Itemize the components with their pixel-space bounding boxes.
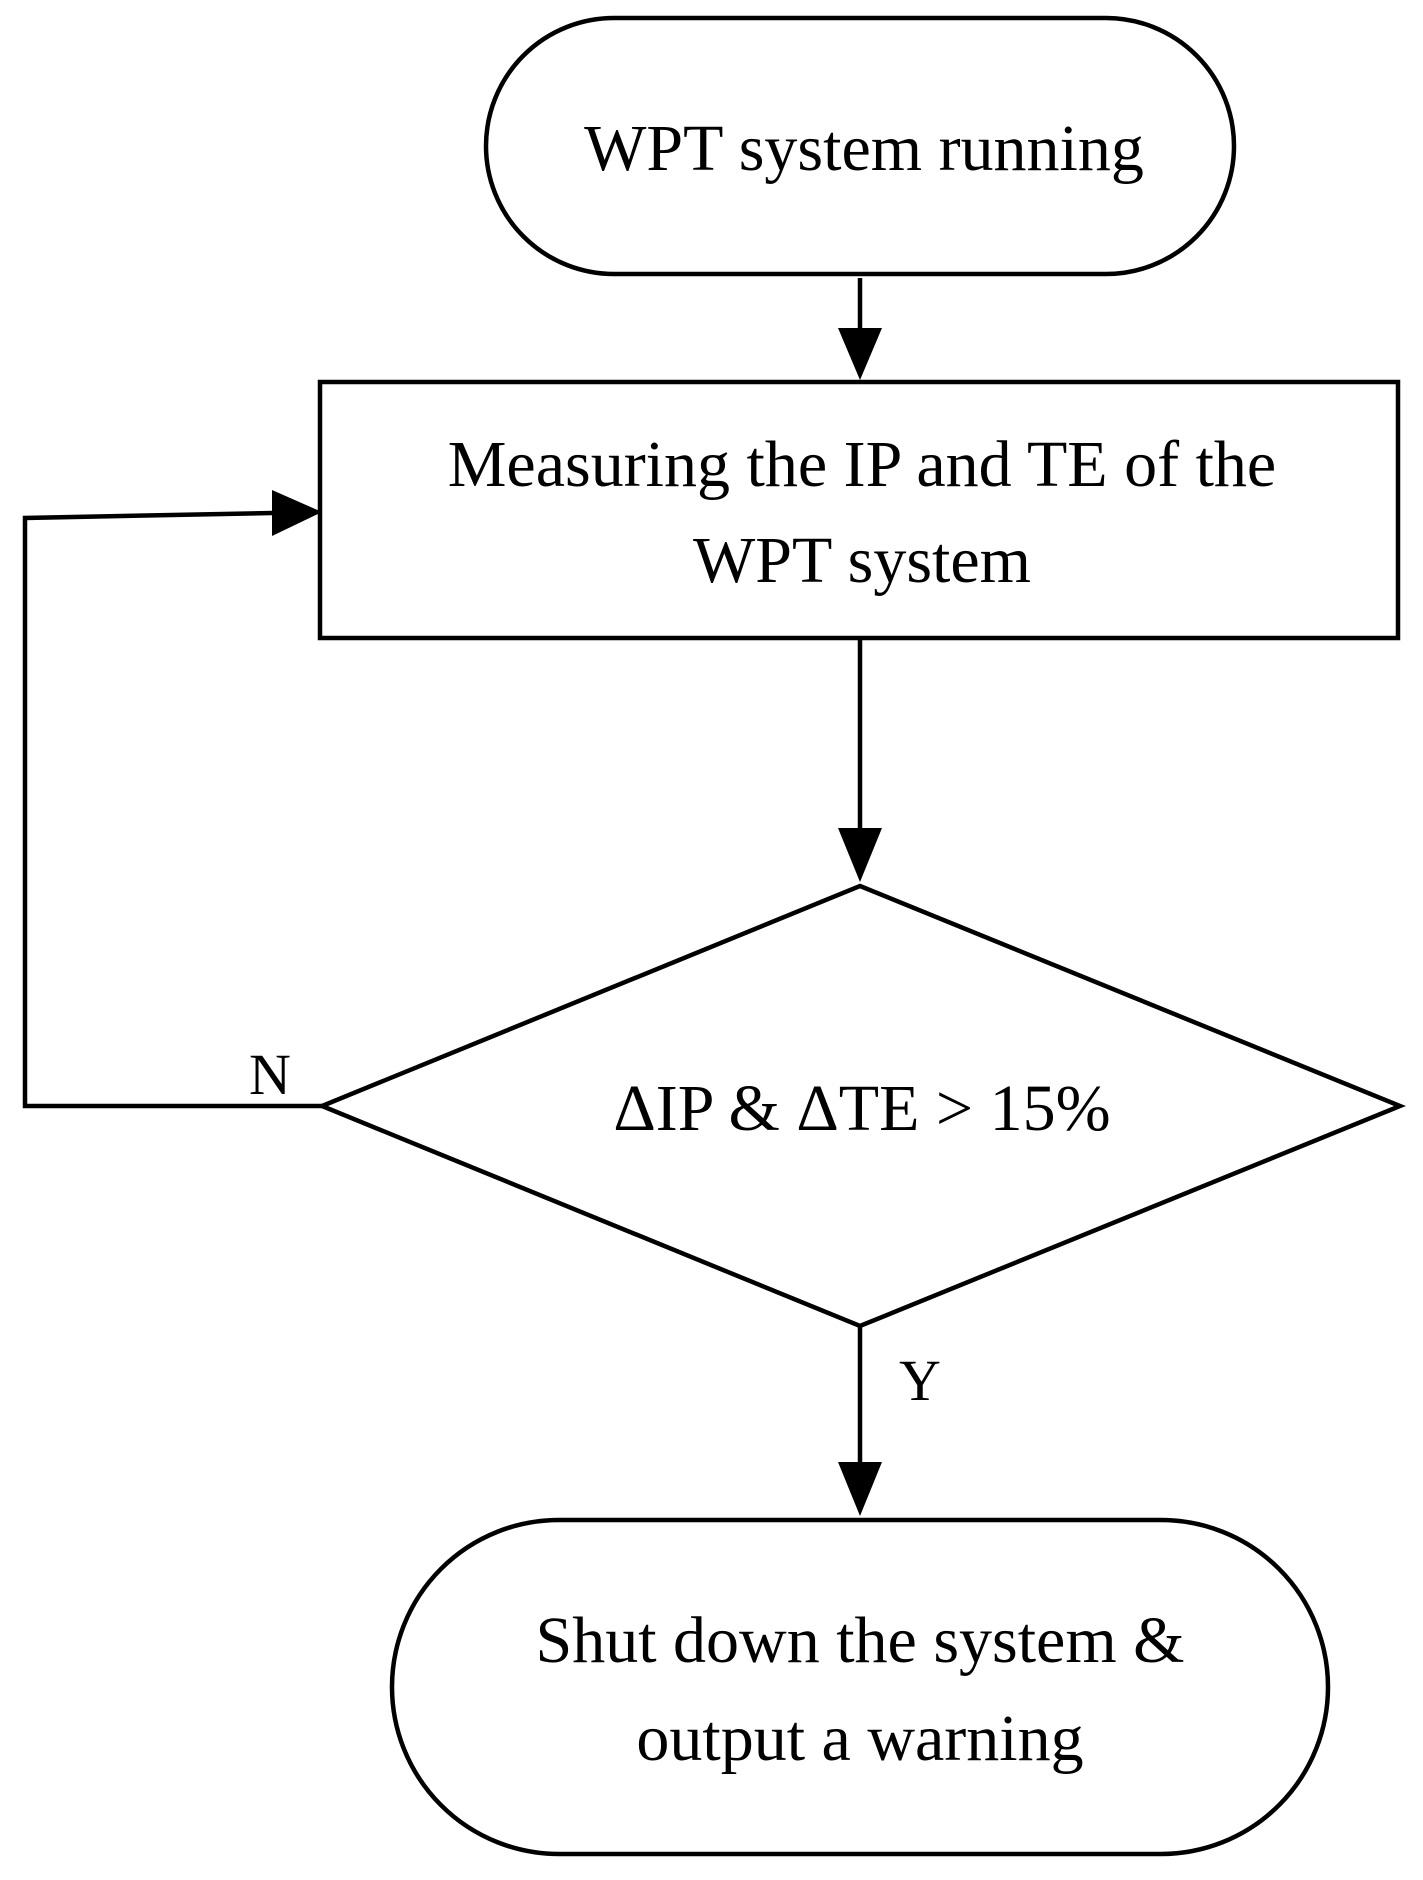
no-label: N <box>249 1042 291 1107</box>
edge-decision-no-loop: N <box>22 490 322 1109</box>
measure-label-line2: WPT system <box>693 524 1031 597</box>
node-start: WPT system running <box>483 15 1237 277</box>
arrowhead-icon <box>838 828 882 882</box>
measure-process-shape <box>317 379 1401 641</box>
node-end: Shut down the system & output a warning <box>389 1517 1331 1857</box>
arrowhead-icon <box>838 328 882 380</box>
node-measure: Measuring the IP and TE of the WPT syste… <box>317 379 1401 641</box>
edge-decision-yes: Y <box>838 1326 941 1516</box>
end-label-line1: Shut down the system & <box>535 1604 1184 1677</box>
start-terminator-shape <box>483 15 1237 277</box>
measure-label-line1: Measuring the IP and TE of the <box>448 428 1276 501</box>
node-decision: ΔIP & ΔTE > 15% <box>316 883 1406 1329</box>
edge-line <box>22 510 322 1109</box>
start-label: WPT system running <box>584 112 1144 185</box>
end-terminator-shape <box>389 1517 1331 1857</box>
edge-measure-to-decision <box>838 640 882 882</box>
decision-label: ΔIP & ΔTE > 15% <box>613 1072 1110 1145</box>
edge-start-to-measure <box>838 278 882 380</box>
end-label-line2: output a warning <box>636 1702 1083 1775</box>
arrowhead-icon <box>838 1462 882 1516</box>
yes-label: Y <box>899 1348 941 1413</box>
arrowhead-icon <box>272 490 322 536</box>
